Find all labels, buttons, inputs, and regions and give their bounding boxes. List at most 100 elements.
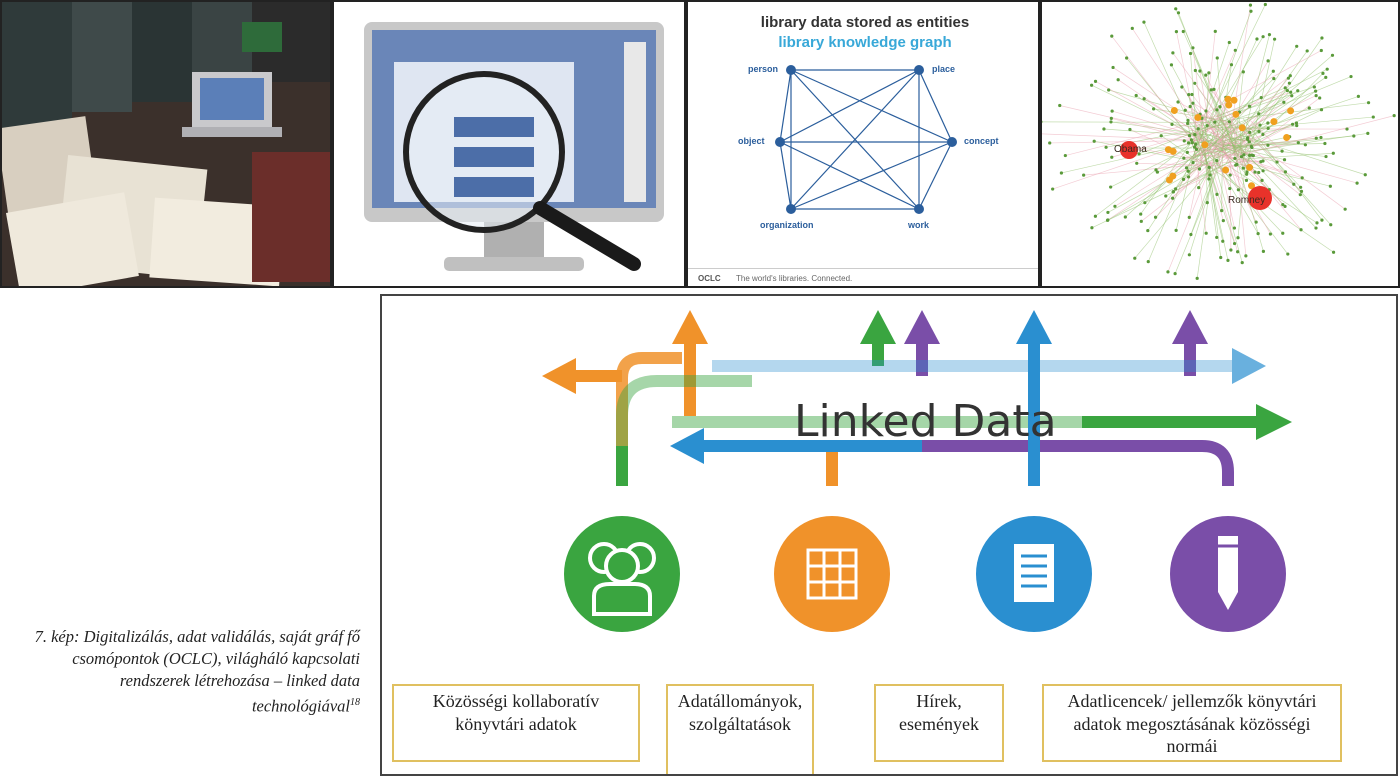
linked-data-title: Linked Data [794,396,1057,447]
network-node [1110,155,1114,159]
network-edge [1221,128,1366,176]
network-node [1204,109,1208,113]
network-node [1366,101,1371,105]
network-node [1312,85,1316,89]
network-edge [1216,57,1224,148]
network-node [1189,232,1193,237]
network-node [1048,141,1052,145]
network-node [1258,123,1262,127]
network-node [1146,228,1150,233]
network-node [1305,49,1309,53]
network-edge [1208,38,1258,147]
network-node [1227,40,1231,45]
network-node [1314,226,1318,230]
network-edge [1246,132,1368,153]
network-edge [1197,50,1322,119]
network-node [1186,121,1190,126]
network-node [1186,118,1190,122]
network-edge [1205,74,1245,154]
network-node [1253,170,1257,174]
network-node [1241,70,1245,74]
network-node [1171,190,1176,194]
network-node [1259,95,1263,100]
network-node [1281,203,1285,207]
network-edge [1195,76,1352,141]
network-edge [1134,163,1216,259]
network-edge [1242,118,1323,221]
network-node [1204,73,1208,77]
network-node [1128,127,1132,132]
network-node [1299,228,1303,232]
knowledge-graph-title: library data stored as entities [760,14,970,31]
knowledge-graph-slide: library data stored as entities library … [686,0,1040,288]
network-node [1236,236,1240,240]
network-node [1321,71,1325,75]
network-hub-node [1230,96,1238,104]
network-node [1193,133,1197,137]
network-node [1171,51,1175,55]
network-hub-node [1287,107,1295,115]
network-node [1242,153,1246,157]
network-node [1267,33,1272,37]
network-node [1133,256,1137,260]
network-node [1170,122,1174,126]
network-node [1287,81,1292,85]
network-node [1295,44,1299,48]
network-node [1249,9,1253,13]
network-node [1204,231,1208,235]
network-node [1166,270,1170,274]
network-edge [1176,31,1205,167]
network-node [1228,173,1232,177]
network-node [1255,37,1259,41]
network-hub-node [1245,163,1253,171]
network-node [1196,127,1200,131]
network-node [1186,169,1190,173]
network-edge [1237,164,1246,238]
network-edge [1241,152,1334,160]
network-node [1123,215,1127,219]
network-node [1109,120,1113,124]
node-label-work: work [908,220,930,230]
network-node [1355,181,1359,185]
network-node [1266,59,1270,63]
oclc-logo: OCLC [698,274,721,283]
network-node [1331,250,1336,254]
label-box-datasets: Adatállományok, szolgáltatások [666,684,814,774]
network-node [1188,104,1192,109]
network-node [1137,152,1141,156]
node-label-organization: organization [760,220,814,230]
network-node [1135,161,1139,165]
network-node [1245,170,1249,174]
network-graph-image: Obama Romney [1040,0,1400,288]
network-node [1254,220,1258,224]
network-edge [1140,134,1198,215]
network-node [1331,151,1335,155]
network-node [1324,154,1328,159]
network-edge [1199,50,1236,131]
network-node [1215,235,1219,240]
network-edge [1172,52,1233,136]
network-node [1352,134,1356,138]
network-node [1261,169,1265,173]
network-node [1219,255,1223,260]
network-node [1283,86,1287,90]
network-node [1113,204,1117,208]
network-node [1107,88,1111,92]
pencil-icon [1170,516,1286,632]
network-node [1209,88,1213,92]
network-node [1261,35,1265,39]
network-node [1282,100,1286,104]
network-node [1187,253,1191,257]
network-node [1192,145,1197,149]
network-node [1174,228,1178,232]
node-person [786,65,796,75]
network-node [1315,221,1319,225]
network-edge [1155,142,1232,171]
network-node [1283,170,1288,174]
network-edge [1215,87,1286,118]
network-edge [1242,95,1317,130]
network-edge [1231,141,1301,195]
network-node [1320,36,1324,40]
network-node [1303,143,1307,147]
network-node [1051,187,1055,191]
